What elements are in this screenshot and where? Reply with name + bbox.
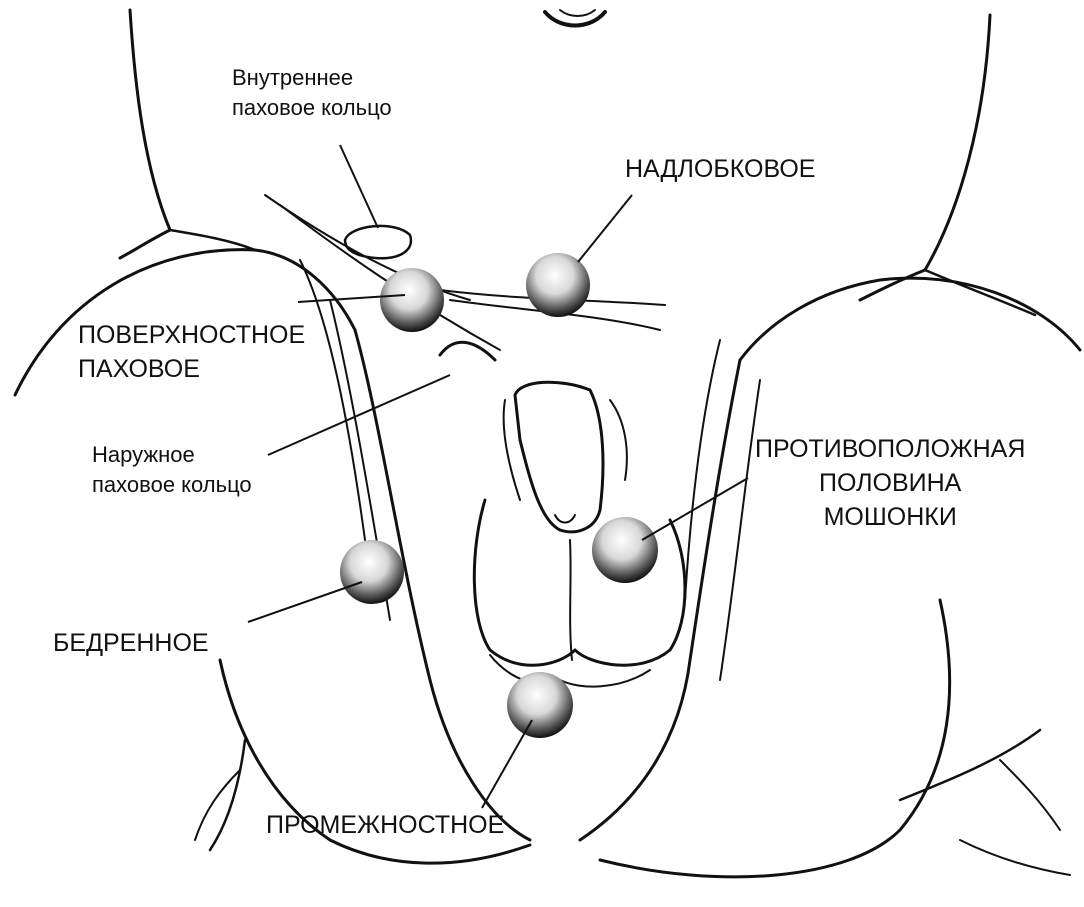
femoral-label: БЕДРЕННОЕ	[53, 626, 209, 660]
external-ring-label: Наружное паховое кольцо	[92, 440, 252, 500]
contralateral-line-3: МОШОНКИ	[755, 500, 1025, 534]
superficial-inguinal-line-1: ПОВЕРХНОСТНОЕ	[78, 318, 305, 352]
perineal-label: ПРОМЕЖНОСТНОЕ	[266, 808, 504, 842]
suprapubic-text: НАДЛОБКОВОЕ	[625, 152, 815, 186]
femoral-swelling	[340, 540, 404, 604]
internal-ring-label: Внутреннее паховое кольцо	[232, 63, 392, 123]
contralateral-line-2: ПОЛОВИНА	[755, 466, 1025, 500]
superficial-inguinal-line-2: ПАХОВОЕ	[78, 352, 305, 386]
contralateral-line-1: ПРОТИВОПОЛОЖНАЯ	[755, 432, 1025, 466]
femoral-text: БЕДРЕННОЕ	[53, 626, 209, 660]
suprapubic-swelling	[526, 253, 590, 317]
right-thigh-outline	[580, 278, 1080, 877]
contralateral-scrotal-swelling	[592, 517, 658, 583]
external-ring-line-1: Наружное	[92, 440, 252, 470]
inguinal-canal-lines	[265, 195, 665, 360]
superficial-inguinal-swelling	[380, 268, 444, 332]
suprapubic-label: НАДЛОБКОВОЕ	[625, 152, 815, 186]
contralateral-label: ПРОТИВОПОЛОЖНАЯ ПОЛОВИНА МОШОНКИ	[755, 432, 1025, 534]
superficial-inguinal-label: ПОВЕРХНОСТНОЕ ПАХОВОЕ	[78, 318, 305, 386]
perineal-swelling	[507, 672, 573, 738]
external-ring-line-2: паховое кольцо	[92, 470, 252, 500]
internal-ring-line-1: Внутреннее	[232, 63, 392, 93]
internal-ring-line-2: паховое кольцо	[232, 93, 392, 123]
leader-lines	[248, 145, 748, 808]
perineal-text: ПРОМЕЖНОСТНОЕ	[266, 808, 504, 842]
